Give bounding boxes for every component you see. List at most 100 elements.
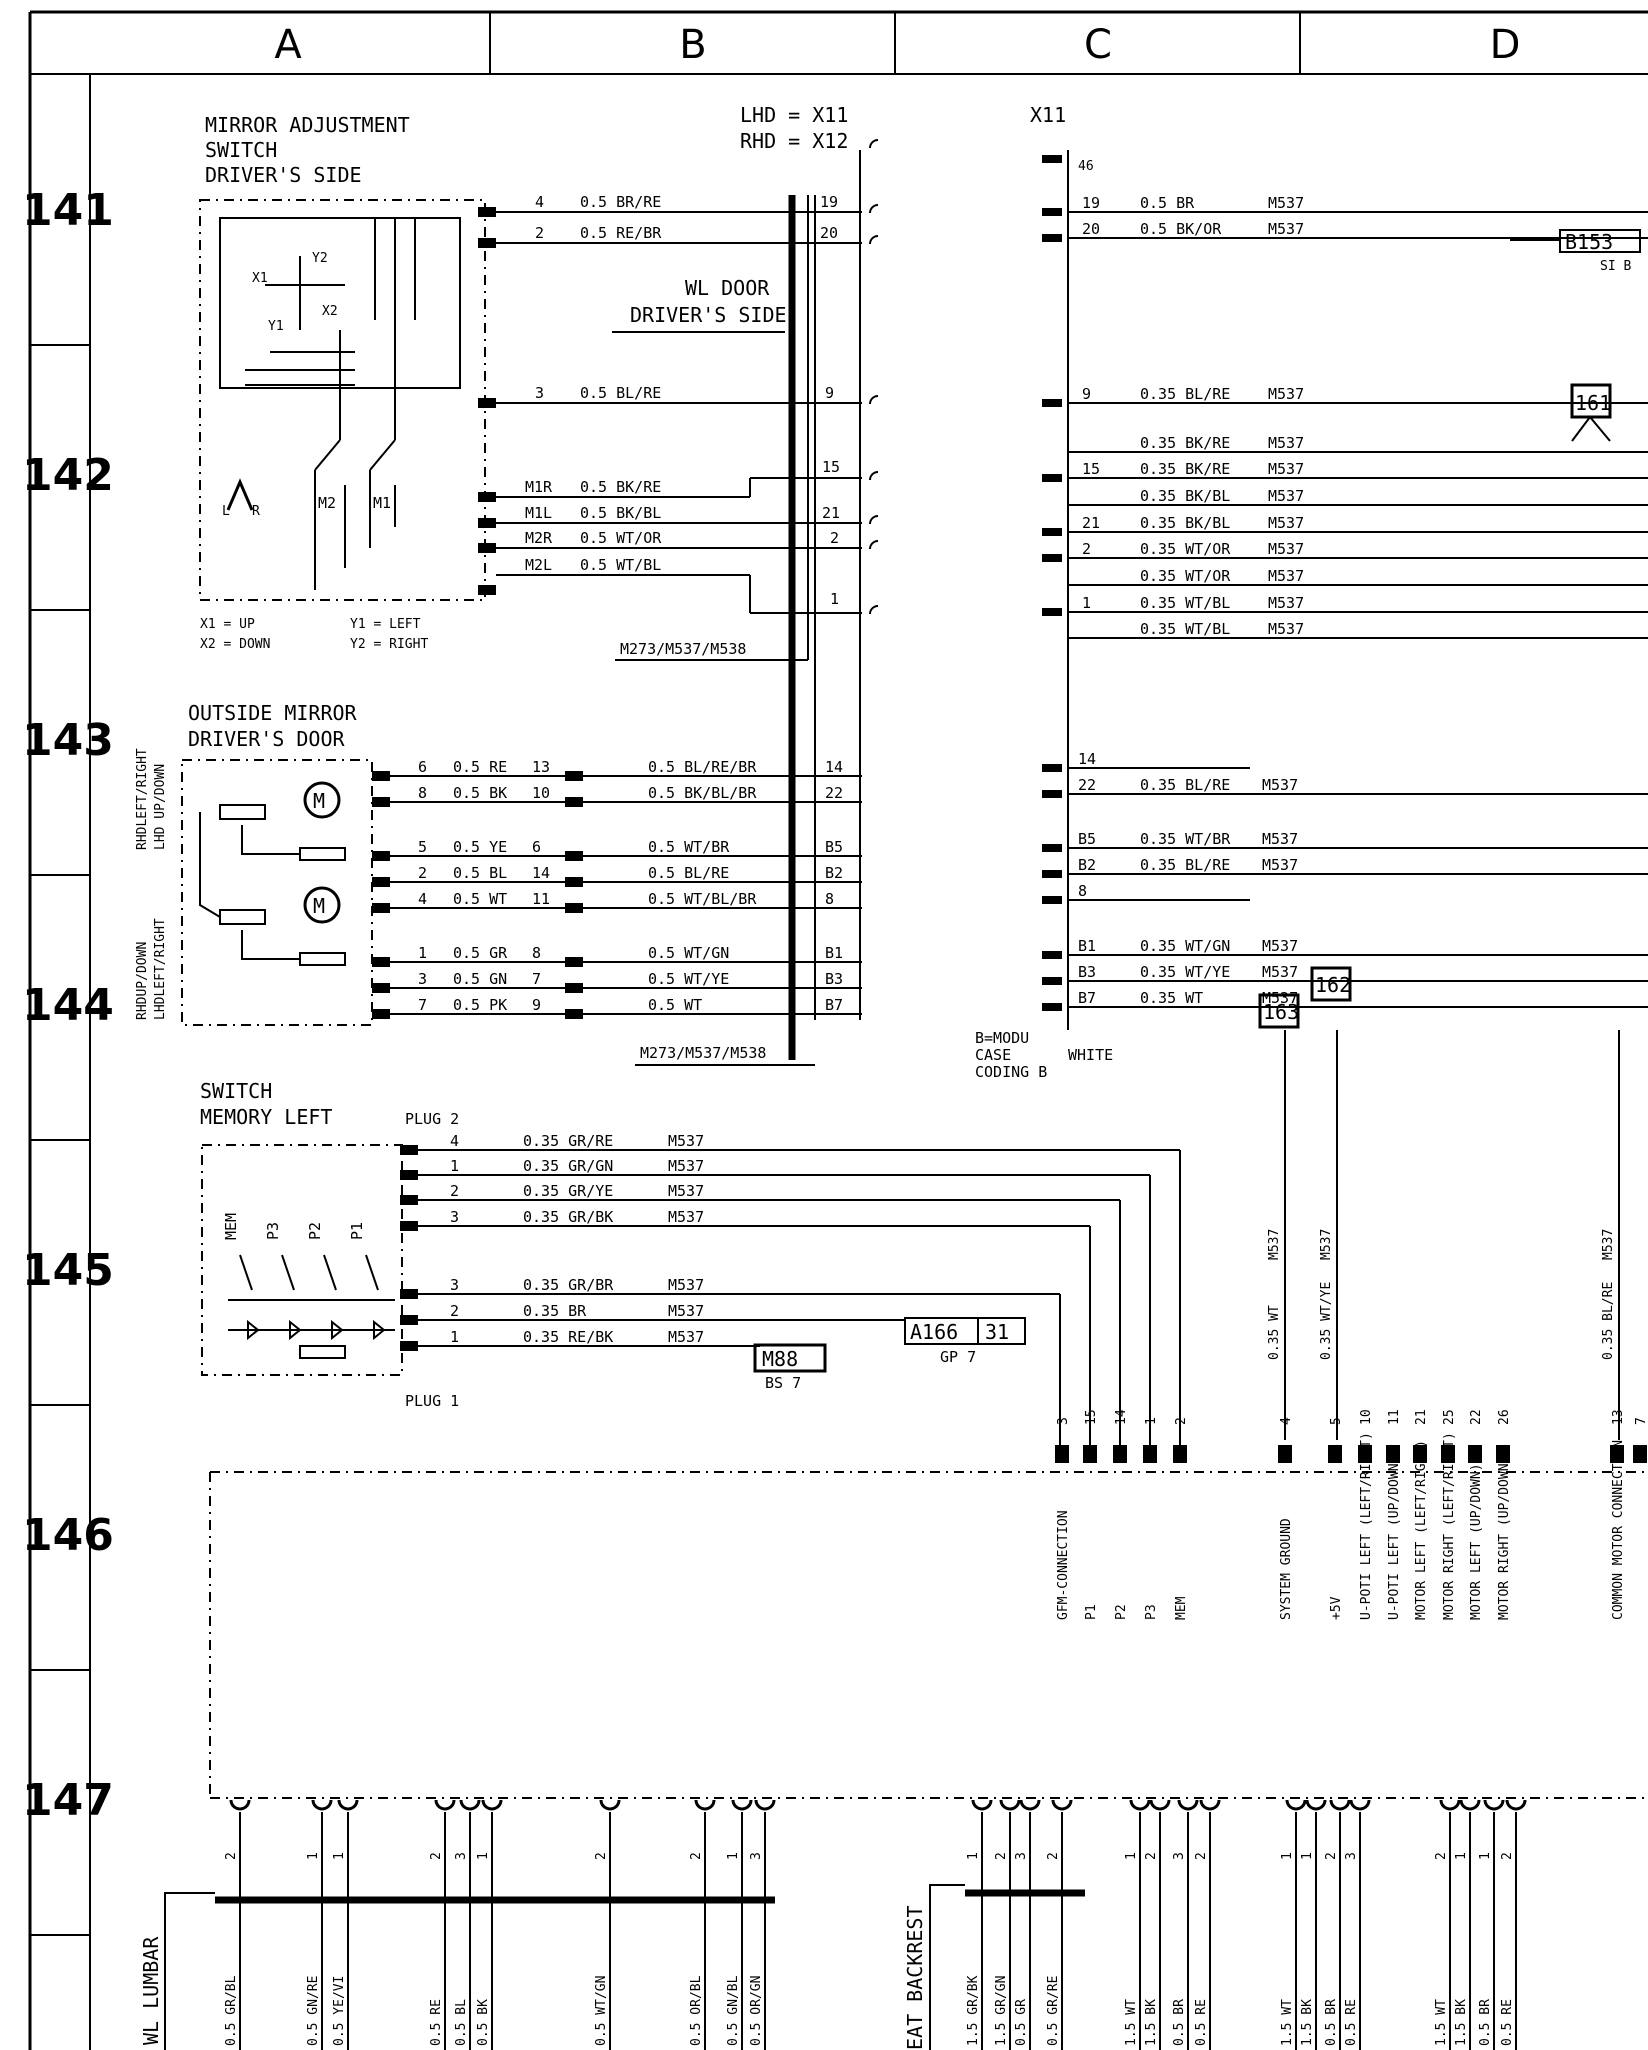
wire-label: 0.35 BK/BL xyxy=(1140,487,1230,505)
label-x2: X2 xyxy=(322,304,338,319)
pin-number: 8 xyxy=(418,784,427,802)
x11-pin: 9 xyxy=(825,384,834,402)
pin-number: 1 xyxy=(726,1852,741,1860)
pin-function: P2 xyxy=(1114,1604,1129,1620)
pin-number: 1 xyxy=(1300,1852,1315,1860)
harness-ref: M537 xyxy=(668,1276,704,1294)
pin-terminal xyxy=(1042,208,1062,216)
pin-number: 2 xyxy=(224,1852,239,1860)
potentiometer-icon xyxy=(219,804,266,820)
harness-wire: 0.5 YE/VI 1 xyxy=(332,1799,359,2050)
wire-label: 0.5 BL xyxy=(453,864,507,882)
pin-function: MOTOR RIGHT (UP/DOWN) xyxy=(1497,1456,1512,1620)
wire-label: 0.5 YE/VI xyxy=(332,1976,347,2046)
pin-terminal xyxy=(1143,1445,1157,1463)
x11-pin: 2 xyxy=(1082,540,1091,558)
pin-number: 3 xyxy=(450,1276,459,1294)
wire-label: 0.5 WT/BR xyxy=(648,838,730,856)
connector-pin: 6 xyxy=(532,838,541,856)
sheet-frame xyxy=(28,10,1648,2050)
connector-pin-icon xyxy=(1329,1799,1351,1811)
x11-pin: 20 xyxy=(820,224,838,242)
pin-terminal xyxy=(565,1009,583,1019)
motor-label: M xyxy=(313,894,325,918)
pin-number: 3 xyxy=(749,1852,764,1860)
row-label-143: 143 xyxy=(22,715,114,766)
harness-ref: M537 xyxy=(668,1132,704,1150)
wire-row: 2 0.5 RE/BR 20 xyxy=(478,224,862,248)
connector-pin-icon xyxy=(1285,1799,1307,1811)
harness-wire: 0.5 GR/BL2 xyxy=(224,1799,251,2050)
pin-terminal xyxy=(1042,790,1062,798)
pin-number: 2 xyxy=(450,1182,459,1200)
pin-terminal xyxy=(1042,870,1062,878)
wire-row: M2R 0.5 WT/OR 2 xyxy=(478,529,862,553)
wire-label: 0.35 WT/OR xyxy=(1140,540,1231,558)
harness-wire: 0.5 RE2 xyxy=(429,1799,456,2050)
x11-pin: 14 xyxy=(1078,750,1096,768)
resistor-icon xyxy=(299,847,346,861)
wire-row: 14 xyxy=(1042,750,1250,772)
ref-m88: M88 BS 7 xyxy=(753,1343,827,1392)
row-label-142: 142 xyxy=(22,450,114,501)
wire-label: 0.35 WT/OR xyxy=(1140,567,1231,585)
motor-icon xyxy=(303,886,341,924)
mirror-switch-title-3: DRIVER'S SIDE xyxy=(205,163,362,187)
harness-wire: 1.5 WT1 xyxy=(1280,1799,1307,2050)
module-pin: 1P3 xyxy=(1143,1417,1159,1620)
wire-label: 0.5 BR xyxy=(1172,1999,1187,2046)
wire-label: 0.5 BK/BL xyxy=(580,504,661,522)
wire-label: 0.5 WT xyxy=(453,890,507,908)
outside-mirror-title-2: DRIVER'S DOOR xyxy=(188,727,345,751)
module-pin: 10U-POTI LEFT (LEFT/RIGHT) xyxy=(1358,1409,1374,1620)
pin-number: 2 xyxy=(1046,1852,1061,1860)
harness-ref: M537 xyxy=(1268,460,1304,478)
x11-pin: 14 xyxy=(825,758,843,776)
connector-pin-icon xyxy=(1051,1799,1073,1811)
mirror-switch-outline xyxy=(199,199,486,601)
x11-module-side: X11 46 B=MODU CASE CODING B WHITE xyxy=(975,103,1113,1081)
pin-terminal xyxy=(400,1289,418,1299)
button-label: P3 xyxy=(264,1222,282,1240)
wire-label: 0.5 GR xyxy=(1014,1999,1029,2046)
pin-terminal xyxy=(565,877,583,887)
resistor-icon xyxy=(299,1345,346,1359)
pin-number: 4 xyxy=(450,1132,459,1150)
module-pin: 11U-POTI LEFT (UP/DOWN) xyxy=(1386,1409,1402,1620)
harness-wire: 0.5 GN/RE1 xyxy=(306,1799,333,2050)
ref-b153: B153 SI B xyxy=(1510,229,1641,274)
wire-label: 0.5 RE xyxy=(429,1999,444,2046)
harness-ref: M537 xyxy=(1268,487,1304,505)
pin-terminal xyxy=(1386,1445,1400,1463)
wire-label: 0.35 GR/BR xyxy=(523,1276,614,1294)
label-y2: Y2 xyxy=(312,251,328,266)
row-label-144: 144 xyxy=(22,980,114,1031)
wire-label: 0.35 GR/GN xyxy=(523,1157,613,1175)
pin-number: 2 xyxy=(1144,1852,1159,1860)
ref-163: 163 xyxy=(1258,993,1300,1029)
wire-label: 1.5 BK xyxy=(1144,1999,1159,2046)
pin-terminal xyxy=(372,771,390,781)
harness-wire: 1.5 BK1 xyxy=(1454,1799,1481,2050)
switch-lever-icon xyxy=(226,478,254,511)
x11-pin: 9 xyxy=(1082,385,1091,403)
pin-number: 1 xyxy=(332,1852,347,1860)
label-r: R xyxy=(252,504,260,519)
wire-row: 3 0.5 BL/RE 9 xyxy=(478,384,862,408)
pin-number: 3 xyxy=(1056,1417,1071,1425)
connector-pin-icon xyxy=(599,1799,621,1811)
harness-wire: 1.5 BK1 xyxy=(1300,1799,1327,2050)
wl-lumbar-label: WL LUMBAR xyxy=(139,1936,163,2045)
column-label-b: B xyxy=(679,22,706,68)
pin-number: 1 xyxy=(1144,1417,1159,1425)
wire-row: M1L 0.5 BK/BL 21 xyxy=(478,504,862,528)
wire-label: 0.35 WT/GN xyxy=(1140,937,1230,955)
wire-label: 1.5 WT xyxy=(1280,1999,1295,2046)
